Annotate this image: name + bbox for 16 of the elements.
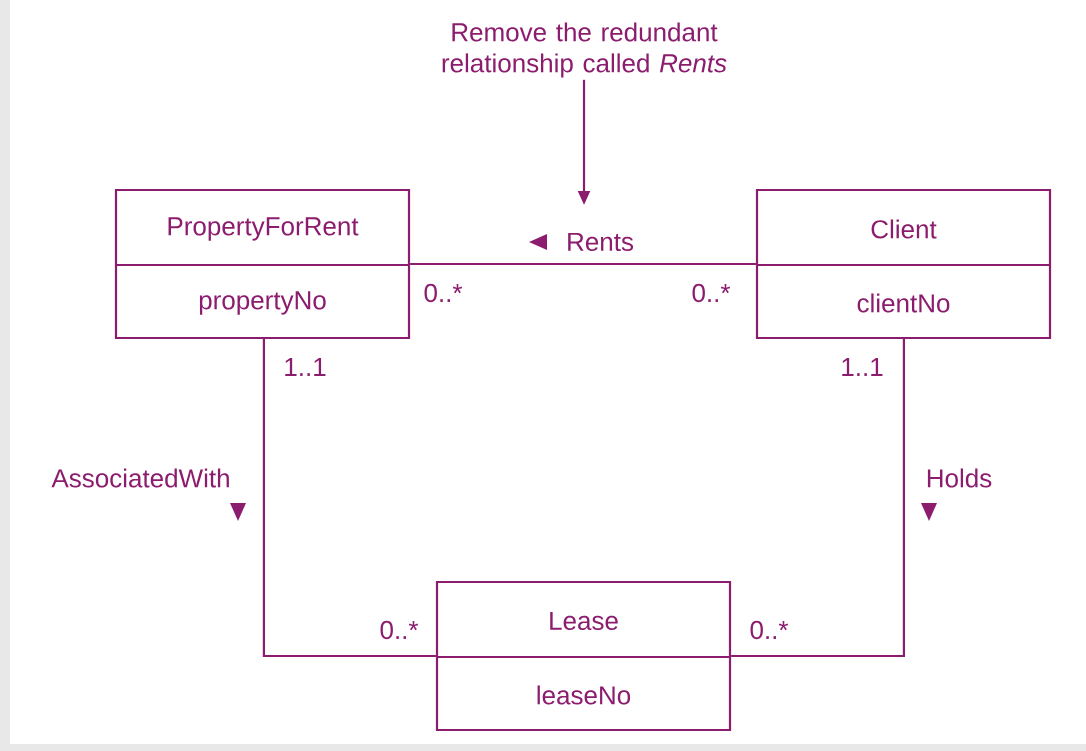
multiplicity-label: 1..1	[842, 358, 883, 376]
multiplicity-label: 0..*	[750, 620, 789, 640]
multiplicity-label: 0..*	[692, 283, 731, 303]
class-box: Lease leaseNo	[435, 580, 732, 732]
multiplicity-label: 0..*	[424, 283, 463, 303]
association-line	[410, 262, 756, 266]
association-line	[731, 339, 905, 658]
edge-label: AssociatedWith	[50, 467, 232, 489]
note-text: Remove the redundant relationship called Rents	[442, 22, 727, 78]
edge-label: Rents	[565, 231, 635, 253]
class-box: Client clientNo	[755, 188, 1052, 340]
multiplicity-label: 1..1	[285, 358, 326, 376]
edge-label: Holds	[924, 467, 994, 489]
multiplicity-label: 0..*	[380, 620, 419, 640]
association-line	[262, 339, 436, 658]
class-box: PropertyForRent propertyNo	[114, 188, 411, 340]
